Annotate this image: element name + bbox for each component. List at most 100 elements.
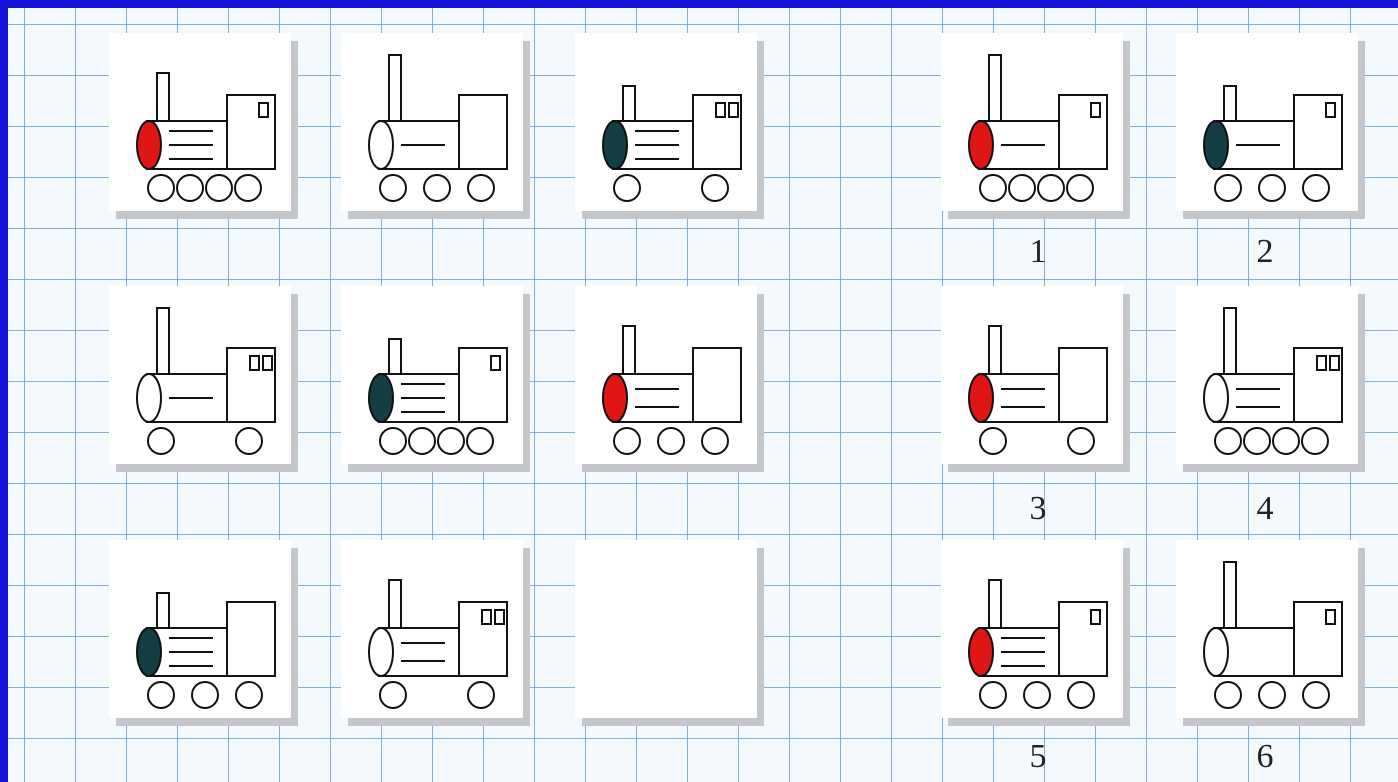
- wheel-shape: [980, 682, 1006, 708]
- window-shape: [482, 610, 491, 624]
- window-shape: [491, 356, 500, 370]
- wheel-shape: [192, 682, 218, 708]
- train-icon: [109, 33, 291, 211]
- matrix-cell-3: [575, 33, 757, 211]
- wheel-shape: [614, 428, 640, 454]
- wheel-shape: [702, 428, 728, 454]
- wheel-shape: [206, 175, 232, 201]
- option-number: 6: [1235, 740, 1295, 774]
- front-shape: [369, 374, 393, 422]
- front-shape: [369, 628, 393, 676]
- wheel-shape: [1303, 175, 1329, 201]
- wheel-shape: [380, 682, 406, 708]
- answer-option-3[interactable]: [941, 286, 1123, 464]
- chimney-shape: [989, 580, 1001, 628]
- chimney-shape: [389, 55, 401, 121]
- cab-shape: [227, 602, 275, 676]
- wheel-shape: [1259, 682, 1285, 708]
- wheel-shape: [1273, 428, 1299, 454]
- train-icon: [1176, 540, 1358, 718]
- wheel-shape: [614, 175, 640, 201]
- front-shape: [969, 374, 993, 422]
- wheel-shape: [468, 682, 494, 708]
- front-shape: [1204, 121, 1228, 169]
- window-shape: [250, 356, 259, 370]
- matrix-cell-1: [109, 33, 291, 211]
- wheel-shape: [980, 428, 1006, 454]
- wheel-shape: [658, 428, 684, 454]
- wheel-shape: [148, 175, 174, 201]
- wheel-shape: [380, 428, 406, 454]
- cab-shape: [1059, 348, 1107, 422]
- wheel-shape: [1215, 175, 1241, 201]
- window-shape: [259, 103, 268, 117]
- window-shape: [1326, 103, 1335, 117]
- wheel-shape: [177, 175, 203, 201]
- wheel-shape: [424, 175, 450, 201]
- train-icon: [109, 540, 291, 718]
- answer-option-5[interactable]: [941, 540, 1123, 718]
- front-shape: [137, 628, 161, 676]
- window-shape: [1326, 610, 1335, 624]
- wheel-shape: [468, 175, 494, 201]
- train-icon: [941, 540, 1123, 718]
- matrix-cell-4: [109, 286, 291, 464]
- chimney-shape: [389, 339, 401, 374]
- chimney-shape: [989, 326, 1001, 374]
- chimney-shape: [157, 73, 169, 121]
- chimney-shape: [1224, 86, 1236, 121]
- matrix-cell-8: [341, 540, 523, 718]
- matrix-cell-7: [109, 540, 291, 718]
- wheel-shape: [235, 175, 261, 201]
- wheel-shape: [1259, 175, 1285, 201]
- matrix-cell-2: [341, 33, 523, 211]
- wheel-shape: [380, 175, 406, 201]
- chimney-shape: [623, 326, 635, 374]
- window-shape: [1330, 356, 1339, 370]
- wheel-shape: [1038, 175, 1064, 201]
- train-icon: [941, 286, 1123, 464]
- answer-option-2[interactable]: [1176, 33, 1358, 211]
- window-shape: [1091, 610, 1100, 624]
- front-shape: [969, 121, 993, 169]
- wheel-shape: [148, 428, 174, 454]
- wheel-shape: [980, 175, 1006, 201]
- wheel-shape: [1244, 428, 1270, 454]
- window-shape: [1091, 103, 1100, 117]
- wheel-shape: [236, 682, 262, 708]
- wheel-shape: [1024, 682, 1050, 708]
- option-number: 5: [1008, 740, 1068, 774]
- train-icon: [109, 286, 291, 464]
- window-shape: [495, 610, 504, 624]
- answer-option-1[interactable]: [941, 33, 1123, 211]
- train-icon: [1176, 33, 1358, 211]
- wheel-shape: [1009, 175, 1035, 201]
- wheel-shape: [1215, 682, 1241, 708]
- chimney-shape: [1224, 562, 1236, 628]
- cab-shape: [459, 95, 507, 169]
- chimney-shape: [157, 308, 169, 374]
- wheel-shape: [409, 428, 435, 454]
- train-icon: [341, 33, 523, 211]
- chimney-shape: [623, 86, 635, 121]
- option-number: 1: [1008, 235, 1068, 269]
- front-shape: [1204, 374, 1228, 422]
- window-shape: [716, 103, 725, 117]
- wheel-shape: [702, 175, 728, 201]
- front-shape: [1204, 628, 1228, 676]
- wheel-shape: [1302, 428, 1328, 454]
- matrix-cell-empty[interactable]: [575, 540, 757, 718]
- option-number: 4: [1235, 492, 1295, 526]
- front-shape: [603, 121, 627, 169]
- train-icon: [341, 540, 523, 718]
- wheel-shape: [1303, 682, 1329, 708]
- window-shape: [729, 103, 738, 117]
- answer-option-4[interactable]: [1176, 286, 1358, 464]
- chimney-shape: [1224, 308, 1236, 374]
- matrix-cell-5: [341, 286, 523, 464]
- train-icon: [941, 33, 1123, 211]
- chimney-shape: [389, 580, 401, 628]
- window-shape: [263, 356, 272, 370]
- answer-option-6[interactable]: [1176, 540, 1358, 718]
- wheel-shape: [1215, 428, 1241, 454]
